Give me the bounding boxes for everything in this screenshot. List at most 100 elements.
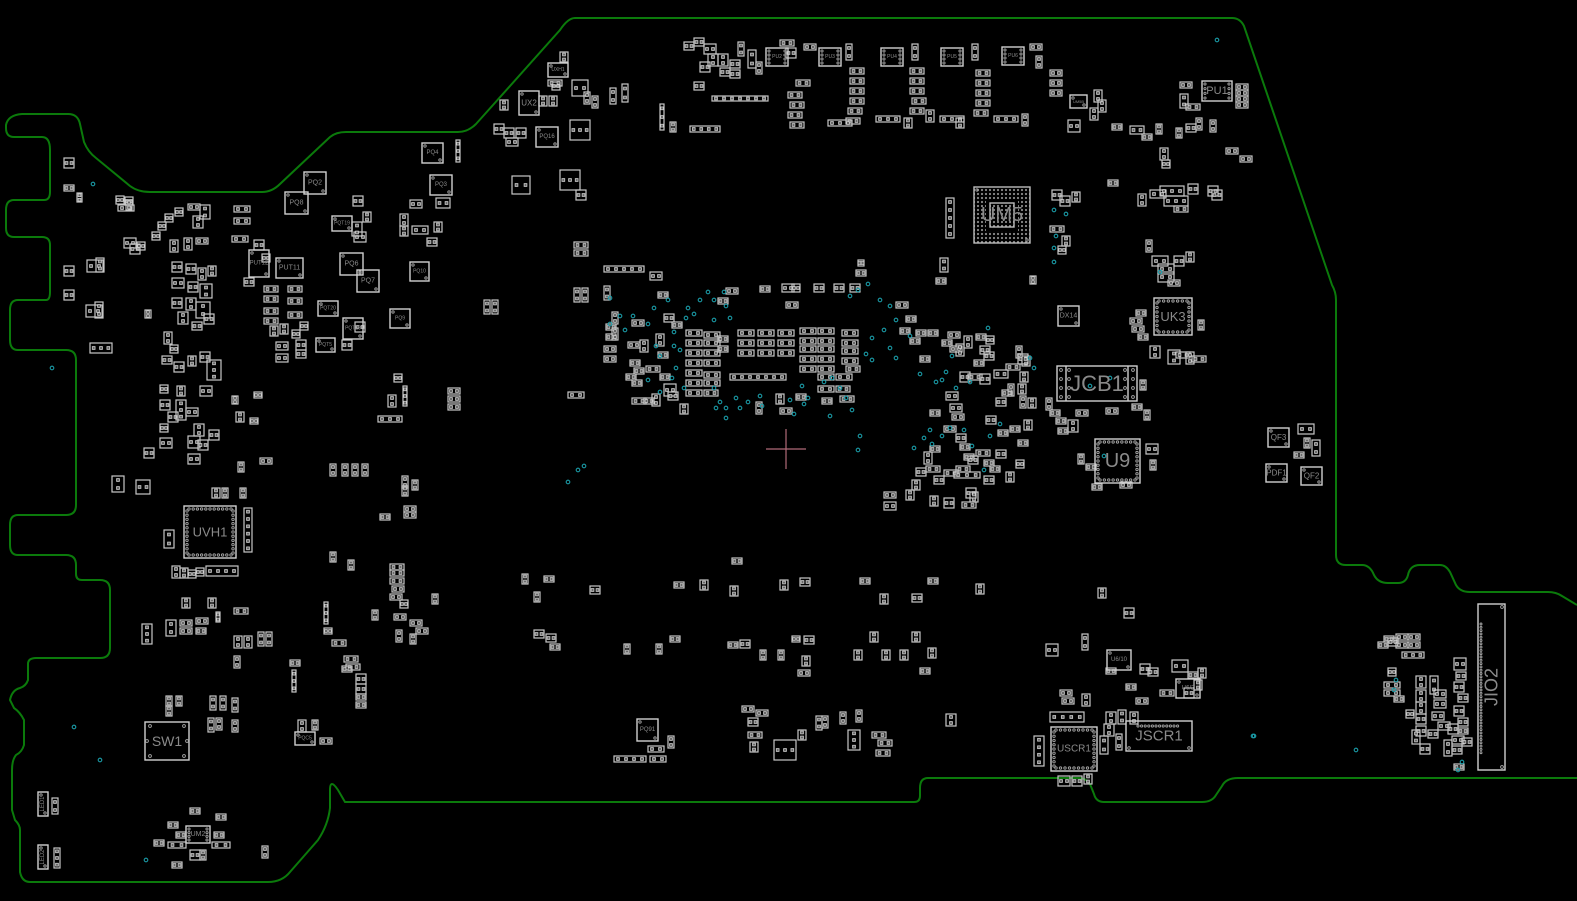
- passive-part[interactable]: [1185, 123, 1197, 133]
- passive-part[interactable]: [1023, 419, 1033, 431]
- passive-part[interactable]: [515, 127, 527, 139]
- passive-part[interactable]: [747, 731, 763, 739]
- passive-part[interactable]: [1383, 681, 1401, 689]
- passive-part[interactable]: [997, 429, 1009, 437]
- passive-part[interactable]: [591, 95, 599, 109]
- passive-part[interactable]: [883, 501, 897, 511]
- passive-part[interactable]: [859, 577, 871, 585]
- passive-part[interactable]: [189, 849, 201, 861]
- passive-part[interactable]: [533, 591, 541, 603]
- passive-part[interactable]: [909, 87, 925, 95]
- passive-part[interactable]: [995, 449, 1007, 459]
- passive-part[interactable]: [967, 455, 979, 465]
- passive-part[interactable]: [779, 579, 789, 591]
- passive-part[interactable]: [402, 385, 408, 407]
- passive-part[interactable]: [141, 623, 153, 645]
- component-uvh1[interactable]: UVH1: [183, 505, 237, 559]
- passive-part[interactable]: [291, 329, 301, 339]
- passive-part[interactable]: [975, 449, 991, 457]
- passive-part[interactable]: [973, 109, 989, 117]
- passive-part[interactable]: [1027, 397, 1037, 409]
- passive-part[interactable]: [1401, 651, 1425, 659]
- passive-part[interactable]: [1055, 417, 1067, 425]
- passive-part[interactable]: [849, 97, 865, 105]
- passive-part[interactable]: [979, 345, 991, 355]
- passive-part[interactable]: [849, 87, 865, 95]
- passive-part[interactable]: [63, 289, 75, 301]
- passive-part[interactable]: [1071, 191, 1081, 203]
- passive-part[interactable]: [989, 465, 1001, 473]
- passive-part[interactable]: [603, 355, 617, 363]
- passive-part[interactable]: [233, 655, 241, 669]
- passive-part[interactable]: [243, 635, 253, 649]
- passive-part[interactable]: [945, 713, 957, 727]
- passive-part[interactable]: [355, 693, 367, 701]
- passive-part[interactable]: [1067, 419, 1079, 433]
- passive-part[interactable]: [875, 749, 891, 757]
- passive-part[interactable]: [703, 389, 719, 397]
- passive-part[interactable]: [875, 115, 901, 123]
- component-sw1[interactable]: SW1: [144, 721, 190, 761]
- passive-part[interactable]: [573, 249, 589, 257]
- passive-part[interactable]: [621, 83, 629, 103]
- passive-part[interactable]: [1453, 705, 1465, 717]
- passive-part[interactable]: [759, 649, 767, 661]
- passive-part[interactable]: [287, 297, 303, 305]
- passive-part[interactable]: [835, 373, 853, 381]
- passive-part[interactable]: [289, 659, 301, 667]
- passive-part[interactable]: [799, 345, 817, 353]
- passive-part[interactable]: [361, 463, 369, 477]
- passive-part[interactable]: [667, 391, 679, 401]
- passive-part[interactable]: [1097, 587, 1107, 599]
- passive-part[interactable]: [669, 121, 677, 133]
- passive-part[interactable]: [925, 109, 935, 123]
- passive-part[interactable]: [159, 437, 173, 449]
- passive-part[interactable]: [195, 627, 207, 635]
- passive-part[interactable]: [171, 861, 183, 869]
- passive-part[interactable]: [1009, 425, 1021, 433]
- passive-part[interactable]: [195, 237, 209, 245]
- passive-part[interactable]: [503, 127, 515, 139]
- passive-part[interactable]: [1453, 763, 1465, 771]
- passive-part[interactable]: [169, 239, 179, 253]
- passive-part[interactable]: [941, 339, 953, 347]
- passive-part[interactable]: [164, 213, 174, 223]
- passive-part[interactable]: [703, 379, 721, 387]
- passive-part[interactable]: [849, 67, 865, 75]
- passive-part[interactable]: [625, 373, 637, 381]
- passive-part[interactable]: [1457, 717, 1469, 727]
- passive-part[interactable]: [953, 471, 981, 479]
- passive-part[interactable]: [1145, 443, 1159, 455]
- passive-part[interactable]: [683, 41, 695, 51]
- passive-part[interactable]: [94, 301, 104, 319]
- passive-part[interactable]: [144, 309, 152, 319]
- passive-part[interactable]: [961, 501, 977, 509]
- passive-part[interactable]: [1123, 607, 1135, 619]
- passive-part[interactable]: [1303, 437, 1311, 449]
- passive-part[interactable]: [505, 137, 519, 147]
- passive-part[interactable]: [1167, 279, 1181, 287]
- passive-part[interactable]: [967, 373, 983, 381]
- passive-part[interactable]: [717, 53, 729, 67]
- passive-part[interactable]: [1017, 439, 1029, 447]
- passive-part[interactable]: [545, 633, 557, 643]
- passive-part[interactable]: [1235, 101, 1249, 109]
- passive-part[interactable]: [845, 365, 861, 373]
- passive-part[interactable]: [269, 325, 279, 337]
- passive-part[interactable]: [171, 565, 181, 579]
- passive-part[interactable]: [857, 259, 865, 267]
- passive-part[interactable]: [749, 741, 759, 753]
- passive-part[interactable]: [362, 211, 372, 223]
- passive-part[interactable]: [159, 399, 171, 411]
- passive-part[interactable]: [993, 115, 1019, 123]
- passive-part[interactable]: [1131, 325, 1145, 333]
- passive-part[interactable]: [1235, 83, 1249, 91]
- passive-part[interactable]: [839, 711, 847, 725]
- passive-part[interactable]: [171, 277, 185, 289]
- passive-part[interactable]: [1187, 671, 1199, 679]
- passive-part[interactable]: [1387, 667, 1397, 677]
- passive-part[interactable]: [685, 339, 703, 347]
- passive-part[interactable]: [1059, 195, 1071, 207]
- passive-part[interactable]: [567, 391, 585, 399]
- component-put11[interactable]: PUT11: [275, 257, 304, 279]
